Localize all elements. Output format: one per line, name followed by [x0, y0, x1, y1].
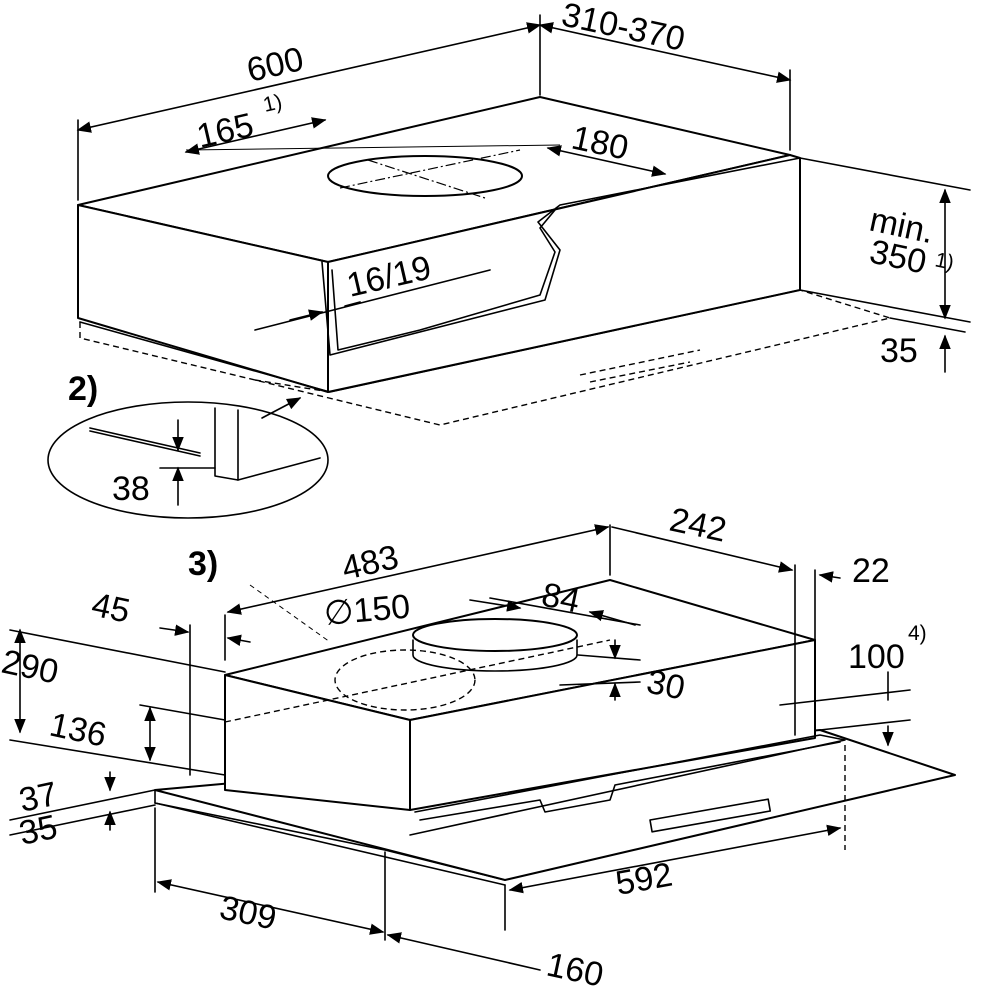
label-160: 160 [543, 946, 606, 995]
label-165-note: 1) [261, 90, 284, 117]
label-350-note: 1) [933, 248, 956, 274]
label-309: 309 [216, 889, 279, 938]
label-592: 592 [613, 856, 675, 903]
label-310-370: 310-370 [558, 0, 688, 59]
label-diameter-150: ∅150 [322, 588, 411, 633]
bottom-hood-outline [154, 579, 956, 886]
top-dimension-lines [76, 14, 971, 373]
detail-circle [47, 397, 329, 519]
label-note-3: 3) [188, 545, 218, 583]
bottom-dimension-lines [9, 524, 911, 971]
label-483: 483 [338, 538, 402, 588]
label-100-note: 4) [908, 622, 927, 645]
label-37: 37 [16, 775, 61, 820]
label-45: 45 [88, 586, 133, 631]
label-600: 600 [243, 40, 307, 90]
label-38: 38 [112, 470, 150, 508]
label-35-top: 35 [880, 332, 918, 370]
label-84: 84 [538, 576, 583, 621]
label-165: 165 [193, 106, 257, 156]
top-hood-outline [77, 96, 893, 426]
label-22: 22 [852, 552, 890, 590]
label-note-2: 2) [68, 370, 98, 408]
label-35-bottom: 35 [16, 808, 61, 853]
label-290: 290 [0, 643, 62, 692]
label-30: 30 [643, 663, 688, 708]
label-100: 100 [848, 638, 905, 676]
